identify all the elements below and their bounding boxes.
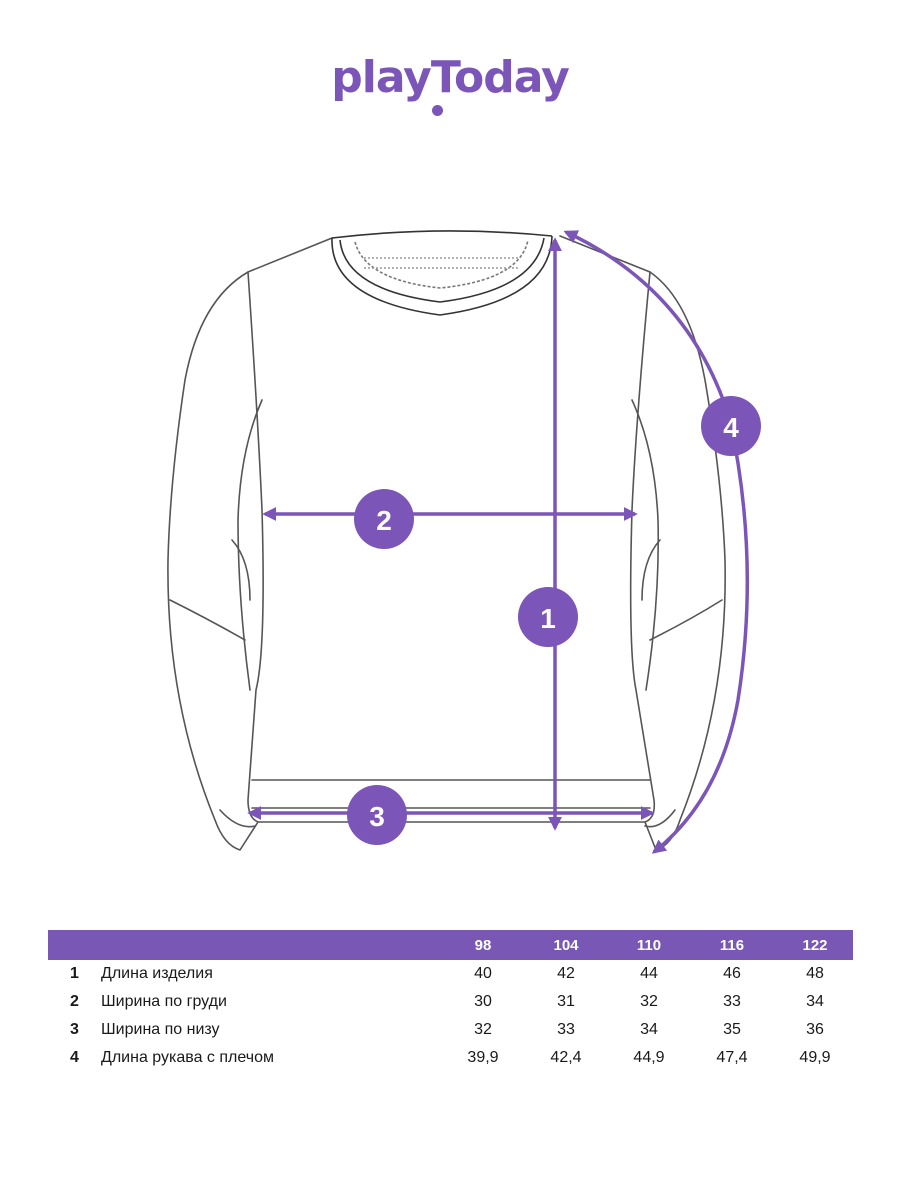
brand-logo-text: playToday bbox=[331, 52, 570, 103]
table-cell: 46 bbox=[723, 965, 741, 982]
size-table: 98 104 110 116 122 1 Длина изделия 40 42… bbox=[48, 930, 853, 1072]
size-col-header: 104 bbox=[553, 937, 579, 954]
table-cell: 39,9 bbox=[467, 1049, 499, 1066]
marker-4: 4 bbox=[701, 396, 761, 456]
table-row: 3 Ширина по низу 32 33 34 35 36 bbox=[48, 1016, 853, 1044]
row-number: 1 bbox=[70, 965, 79, 982]
table-cell: 42,4 bbox=[550, 1049, 582, 1066]
marker-2-label: 2 bbox=[376, 505, 392, 536]
table-cell: 48 bbox=[806, 965, 824, 982]
table-cell: 35 bbox=[723, 1021, 741, 1038]
row-label: Ширина по груди bbox=[101, 993, 227, 1010]
measure-line-sleeve bbox=[563, 230, 750, 854]
row-label: Длина рукава с плечом bbox=[101, 1049, 274, 1066]
table-cell: 34 bbox=[640, 1021, 658, 1038]
row-label: Длина изделия bbox=[101, 965, 213, 982]
row-label: Ширина по низу bbox=[101, 1021, 220, 1038]
table-cell: 33 bbox=[723, 993, 741, 1010]
row-number: 2 bbox=[70, 993, 79, 1010]
size-col-header: 98 bbox=[474, 937, 492, 954]
table-cell: 44 bbox=[640, 965, 658, 982]
table-row: 4 Длина рукава с плечом 39,9 42,4 44,9 4… bbox=[48, 1044, 853, 1072]
row-number: 3 bbox=[70, 1021, 79, 1038]
table-cell: 32 bbox=[474, 1021, 492, 1038]
size-col-header: 122 bbox=[802, 937, 828, 954]
marker-4-label: 4 bbox=[723, 412, 739, 443]
collar bbox=[331, 230, 553, 316]
table-cell: 32 bbox=[640, 993, 658, 1010]
table-cell: 34 bbox=[806, 993, 824, 1010]
marker-1: 1 bbox=[518, 587, 578, 647]
size-col-header: 116 bbox=[719, 937, 745, 954]
brand-logo: playToday bbox=[330, 52, 570, 124]
table-row: 2 Ширина по груди 30 31 32 33 34 bbox=[48, 988, 853, 1016]
row-number: 4 bbox=[70, 1049, 79, 1066]
table-cell: 42 bbox=[557, 965, 575, 982]
table-cell: 47,4 bbox=[716, 1049, 748, 1066]
sweater-outline bbox=[167, 235, 726, 851]
brand-logo-dot bbox=[432, 105, 443, 116]
table-cell: 30 bbox=[474, 993, 492, 1010]
measurement-lines bbox=[247, 230, 750, 854]
marker-3-label: 3 bbox=[369, 801, 385, 832]
table-row: 1 Длина изделия 40 42 44 46 48 bbox=[48, 960, 853, 988]
table-cell: 33 bbox=[557, 1021, 575, 1038]
table-cell: 49,9 bbox=[799, 1049, 831, 1066]
table-cell: 31 bbox=[557, 993, 575, 1010]
table-cell: 36 bbox=[806, 1021, 824, 1038]
marker-1-label: 1 bbox=[540, 603, 556, 634]
garment-diagram: 1 2 3 4 bbox=[167, 230, 761, 854]
table-cell: 40 bbox=[474, 965, 492, 982]
marker-3: 3 bbox=[347, 785, 407, 845]
size-col-header: 110 bbox=[636, 937, 662, 954]
size-table-header: 98 104 110 116 122 bbox=[48, 930, 853, 960]
table-cell: 44,9 bbox=[633, 1049, 665, 1066]
marker-2: 2 bbox=[354, 489, 414, 549]
